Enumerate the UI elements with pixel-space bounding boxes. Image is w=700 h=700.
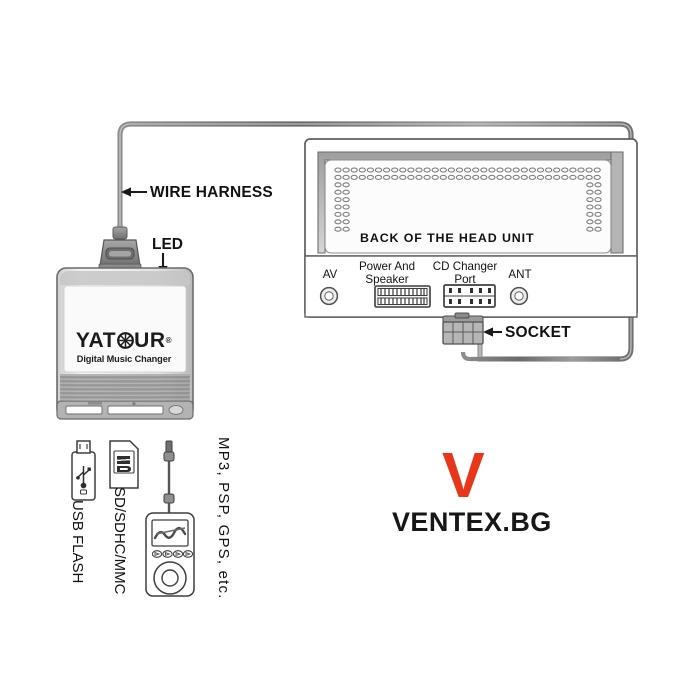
port-label-cd-changer-port: CD Changer Port (432, 260, 498, 286)
yatour-wordmark: YAT UR® (62, 330, 186, 351)
yatour-device (56, 226, 194, 420)
usb-flash-label: USB FLASH (69, 500, 86, 584)
usb-flash-icon (71, 440, 96, 501)
ventex-wordmark: VENTEX.BG (392, 507, 552, 537)
wire-harness-label: WIRE HARNESS (150, 184, 273, 201)
socket-connector (442, 312, 620, 362)
aux-player-label: MP3, PSP, GPS, etc. (215, 437, 232, 600)
ant-jack (509, 286, 529, 306)
ventex-v-mark: V (442, 439, 485, 511)
portable-player-icon (145, 512, 195, 597)
usb-slot (65, 405, 103, 415)
sd-slot (107, 405, 164, 415)
player-screen (151, 519, 189, 547)
ventex-watermark: V VENTEX.BG (392, 443, 572, 548)
device-plug-connector (98, 226, 142, 270)
wire-harness-cable (117, 121, 634, 362)
socket-label: SOCKET (505, 324, 571, 341)
yatour-text-part2: UR (134, 329, 166, 352)
port-label-av: AV (322, 268, 338, 281)
back-of-head-unit-label: BACK OF THE HEAD UNIT (360, 231, 535, 245)
wire-harness-arrow (121, 187, 147, 197)
sd-card-label: SD/SDHC/MMC (111, 487, 128, 595)
spoked-wheel-icon (116, 332, 134, 349)
yatour-brand-block: YAT UR® Digital Music Changer (62, 330, 186, 364)
player-buttons (151, 550, 194, 558)
aux-jack (168, 405, 184, 415)
port-label-ant: ANT (508, 268, 532, 281)
head-unit (304, 138, 638, 318)
yatour-tagline: Digital Music Changer (76, 354, 172, 364)
socket-arrow (483, 327, 502, 337)
sd-card-icon (109, 440, 139, 489)
aux-cable (163, 440, 175, 513)
registered-mark: ® (165, 335, 173, 345)
power-speaker-connector (374, 285, 431, 308)
vent-holes (334, 167, 602, 232)
yatour-text-part1: YAT (75, 329, 117, 352)
cd-changer-connector (443, 284, 496, 308)
port-label-power-and-speaker: Power And Speaker (358, 260, 416, 286)
av-jack (319, 286, 339, 306)
led-label: LED (152, 236, 183, 253)
